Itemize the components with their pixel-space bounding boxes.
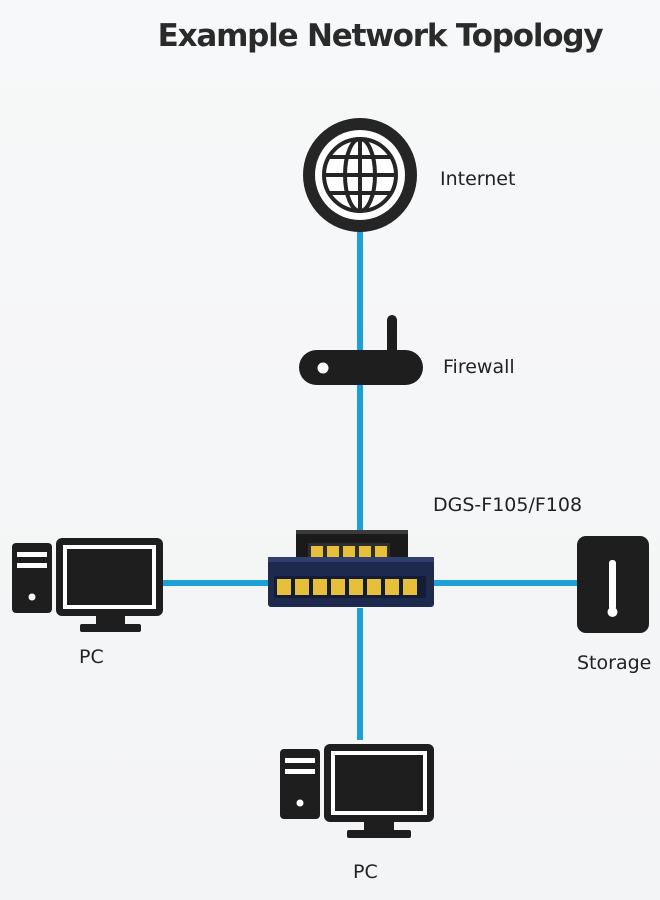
desktop-pc-icon [280, 744, 434, 838]
firewall-label: Firewall [443, 356, 515, 378]
switch-model-label: DGS-F105/F108 [433, 494, 583, 516]
globe-icon [303, 118, 417, 232]
desktop-pc-icon [12, 538, 163, 632]
internet-label: Internet [440, 168, 516, 190]
storage-label: Storage [577, 652, 652, 674]
page-title: Example Network Topology [157, 18, 604, 54]
network-switch-icon [268, 530, 434, 607]
pc-bottom-label: PC [353, 861, 378, 883]
pc-left-label: PC [79, 646, 104, 668]
storage-drive-icon [577, 536, 649, 633]
router-icon [299, 315, 423, 385]
